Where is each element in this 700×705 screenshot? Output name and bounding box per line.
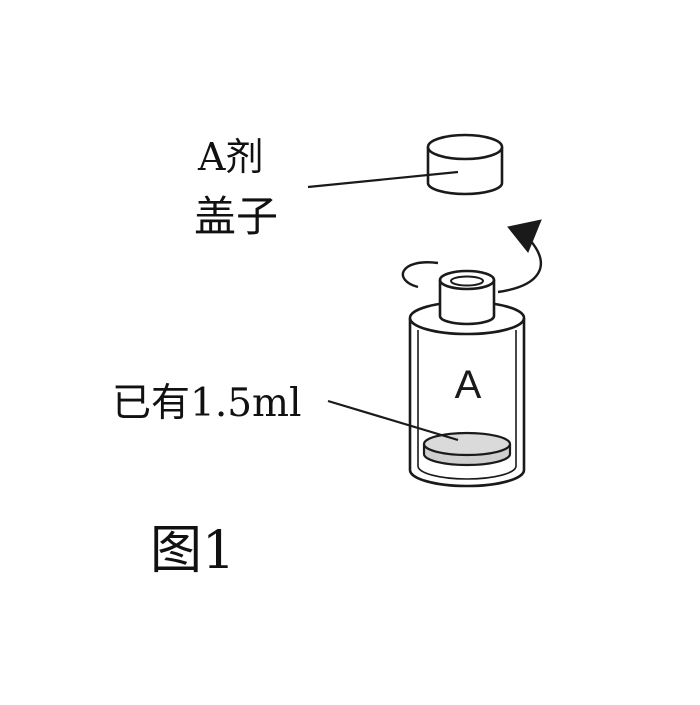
liquid [422,431,512,467]
existing-amount-label: 已有1.5ml [112,381,302,426]
bottle-label-letter: A [455,363,482,407]
liquid-leader-line [327,399,459,442]
bottle-neck [438,269,496,326]
figure-caption: 图1 [150,521,236,581]
rotate-arrow-icon [401,219,542,294]
cap-leader-line [307,170,459,189]
cap-top [426,133,504,161]
cap-label-line2: 盖子 [194,192,279,241]
cap-label-line1: A剂 [198,135,264,179]
bottle-inner-wall [417,330,517,480]
cap [426,133,504,196]
